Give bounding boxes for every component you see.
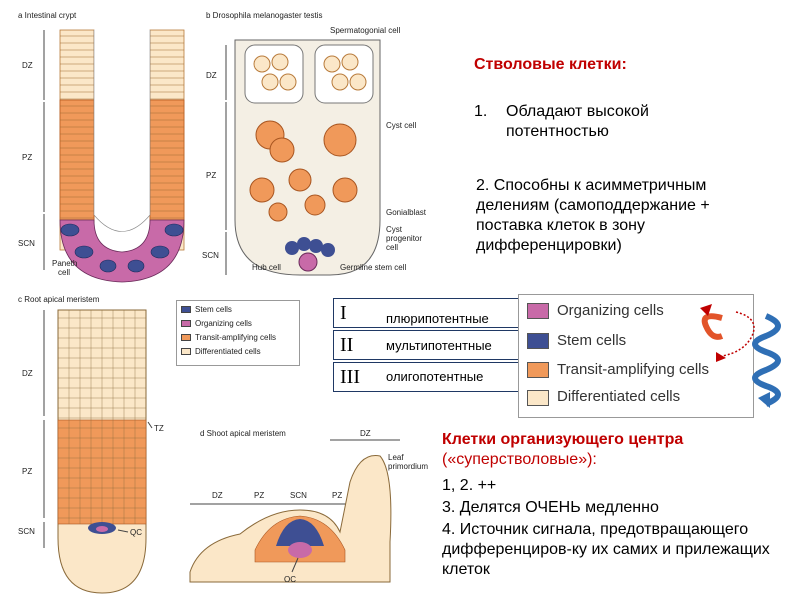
numeral-iii: III xyxy=(340,366,360,388)
root-cell-grid xyxy=(58,310,146,524)
hub-cell-label: Hub cell xyxy=(252,263,281,272)
stem-point-1: Обладают высокой потентностью xyxy=(506,103,649,140)
small-legend-label-stem: Stem cells xyxy=(195,305,232,314)
panel-a-title: a Intestinal crypt xyxy=(18,11,77,20)
cyst-cell-label: Cyst cell xyxy=(386,121,416,130)
small-legend-swatch-differentiated xyxy=(181,348,191,355)
legend-swatch-stem xyxy=(527,333,549,349)
legend-label-stem: Stem cells xyxy=(557,332,627,349)
small-legend-label-differentiated: Differentiated cells xyxy=(195,347,261,356)
zone-label-pz-left: PZ xyxy=(254,491,264,500)
organizer-point-1: 1, 2. ++ xyxy=(442,477,497,494)
small-legend-label-organizing: Organizing cells xyxy=(195,319,252,328)
zone-label-pz: PZ xyxy=(22,153,32,162)
zone-label-pz: PZ xyxy=(22,467,32,476)
testis-diagram: b Drosophila melanogaster testis DZ PZ S… xyxy=(202,11,427,276)
small-legend-swatch-transit xyxy=(181,334,191,341)
tz-pointer xyxy=(147,421,153,429)
zone-label-dz: DZ xyxy=(22,61,33,70)
top-zone-label-dz: DZ xyxy=(360,429,371,438)
panel-b-title: b Drosophila melanogaster testis xyxy=(206,11,323,20)
qc-label: QC xyxy=(130,528,142,537)
oc-label: OC xyxy=(284,575,296,584)
organizer-subtitle: («суперстволовые»): xyxy=(442,451,597,468)
numeral-ii: II xyxy=(340,334,354,356)
legend-swatch-transit xyxy=(527,362,549,378)
legend-label-organizing: Organizing cells xyxy=(557,302,664,319)
crypt-right-wall xyxy=(149,29,185,251)
legend-label-transit: Transit-amplifying cells xyxy=(557,361,709,378)
panel-d-title: d Shoot apical meristem xyxy=(200,429,286,438)
small-legend-swatch-stem xyxy=(181,306,191,313)
panel-a-intestinal-crypt: a Intestinal crypt DZ PZ SCN xyxy=(0,0,210,285)
zone-label-pz: PZ xyxy=(206,171,216,180)
stem-point-2: 2. Способны к асимметричным делениям (са… xyxy=(476,177,710,254)
small-legend-label-transit: Transit-amplifying cells xyxy=(195,333,277,342)
small-legend-box: Stem cells Organizing cells Transit-ampl… xyxy=(176,300,300,366)
legend-swatch-differentiated xyxy=(527,390,549,406)
shoot-stem-zone xyxy=(276,519,324,546)
zone-label-scn: SCN xyxy=(202,251,219,260)
blue-spiral-arrow xyxy=(752,313,781,408)
organizer-point-3: 4. Источник сигнала, предотвращающего ди… xyxy=(442,521,770,578)
zone-label-scn: SCN xyxy=(18,527,35,536)
qc-pointer xyxy=(117,529,129,533)
spermatogonial-clusters xyxy=(244,44,374,104)
zone-label-scn: SCN xyxy=(18,239,35,248)
hub-niche xyxy=(285,237,335,272)
tz-label: TZ xyxy=(154,424,164,433)
big-legend-box: Organizing cells Stem cells Transit-ampl… xyxy=(518,294,754,418)
crypt-left-wall xyxy=(59,29,95,251)
transit-clusters xyxy=(249,120,358,222)
panel-c-title: c Root apical meristem xyxy=(18,295,100,304)
panel-c-root-meristem: c Root apical meristem DZ PZ SCN TZ QC xyxy=(0,288,175,600)
panel-b-drosophila-testis: b Drosophila melanogaster testis DZ PZ S… xyxy=(200,0,450,285)
spermatogonial-cell-label: Spermatogonial cell xyxy=(330,26,400,35)
numeral-i: I xyxy=(340,302,347,324)
stem-cells-heading: Стволовые клетки: xyxy=(474,56,627,73)
oc-pointer xyxy=(291,557,299,573)
stem-point-1-number: 1. xyxy=(474,103,488,120)
label-multipotent: мультипотентные xyxy=(386,338,492,353)
zone-label-dz: DZ xyxy=(212,491,223,500)
legend-swatch-organizing xyxy=(527,303,549,319)
root-qc-cells xyxy=(96,526,108,532)
crypt-lumen xyxy=(93,30,151,232)
crypt-base-cells xyxy=(59,219,185,283)
label-oligopotent: олигопотентные xyxy=(386,369,484,384)
zone-label-pz-right: PZ xyxy=(332,491,342,500)
small-legend-swatch-organizing xyxy=(181,320,191,327)
zone-label-dz: DZ xyxy=(206,71,217,80)
organizer-point-2: 3. Делятся ОЧЕНЬ медленно xyxy=(442,499,659,516)
germline-stem-cell-label: Germline stem cell xyxy=(340,263,406,272)
organizer-heading: Клетки организующего центра xyxy=(442,431,684,448)
zone-label-scn: SCN xyxy=(290,491,307,500)
label-pluripotent: плюрипотентные xyxy=(386,311,489,326)
shoot-organizing-center xyxy=(288,542,312,558)
legend-label-differentiated: Differentiated cells xyxy=(557,388,681,405)
zone-label-dz: DZ xyxy=(22,369,33,378)
gonialblast-label: Gonialblast xyxy=(386,208,427,217)
crypt-cell-dividers xyxy=(60,35,184,219)
root-meristem-diagram: c Root apical meristem DZ PZ SCN TZ QC xyxy=(18,295,164,594)
crypt-diagram: a Intestinal crypt DZ PZ SCN xyxy=(18,11,185,283)
